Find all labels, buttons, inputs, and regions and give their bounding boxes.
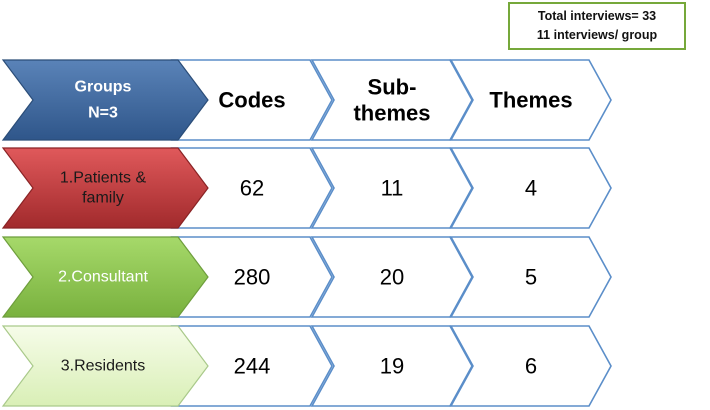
row-1-value-3: 4 — [525, 176, 537, 201]
row-1-group-label-line-2: family — [82, 190, 124, 207]
row-2-value-1: 280 — [234, 265, 271, 290]
header-column-label-3: Themes — [489, 88, 572, 113]
header-column-label-2-line-2: themes — [353, 101, 430, 126]
row-3-value-3: 6 — [525, 354, 537, 379]
header-column-chevron-2 — [310, 59, 473, 141]
row-2-value-chevron-2 — [310, 236, 473, 318]
header-column-label-2-line-1: Sub- — [368, 75, 417, 100]
row-2-group-chevron — [1, 236, 209, 318]
row-1-group-label-line-1: 1.Patients & — [60, 170, 147, 187]
row-1-value-2: 11 — [381, 176, 404, 201]
row-1-group-chevron — [1, 147, 209, 229]
header-groups-chevron — [1, 59, 209, 141]
row-3-group-label: 3.Residents — [61, 358, 146, 375]
row-1-value-chevron-2 — [310, 147, 473, 229]
row-1-value-chevron-3 — [449, 147, 612, 229]
header-groups-label-line-1: Groups — [75, 79, 132, 96]
row-3-value-chevron-3 — [449, 325, 612, 407]
header-groups-label-line-2: N=3 — [88, 105, 118, 122]
row-1-value-1: 62 — [240, 176, 264, 201]
header-column-label-1: Codes — [218, 88, 285, 113]
row-3-value-1: 244 — [234, 354, 271, 379]
row-3-value-chevron-2 — [310, 325, 473, 407]
row-3-group-chevron — [1, 325, 209, 407]
row-2-value-3: 5 — [525, 265, 537, 290]
row-2-value-chevron-3 — [449, 236, 612, 318]
row-2-group-label: 2.Consultant — [58, 269, 148, 286]
interviews-per-group-text: 11 interviews/ group — [536, 28, 658, 42]
header-column-chevron-3 — [449, 59, 612, 141]
row-2-value-2: 20 — [380, 265, 404, 290]
row-3-value-2: 19 — [380, 354, 404, 379]
interview-summary-box: Total interviews= 33 11 interviews/ grou… — [508, 2, 686, 50]
total-interviews-text: Total interviews= 33 — [537, 9, 657, 23]
